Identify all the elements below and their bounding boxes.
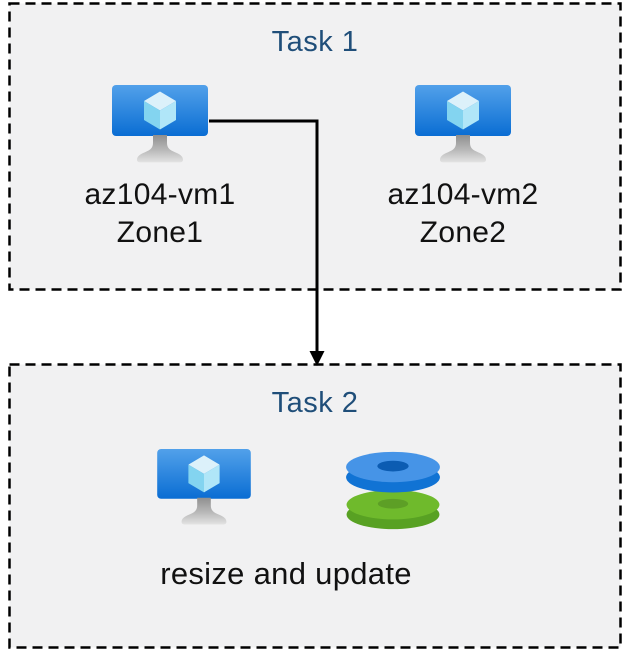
flow-arrow-head: [309, 351, 325, 366]
task2-box: [8, 363, 622, 649]
task1-box: [8, 2, 622, 291]
task2-caption: resize and update: [160, 556, 412, 591]
vm2-label: az104-vm2 Zone2: [363, 176, 563, 252]
vm2-zone: Zone2: [419, 216, 507, 249]
vm1-zone: Zone1: [116, 216, 204, 249]
vm2-name: az104-vm2: [387, 178, 539, 211]
task1-title: Task 1: [271, 26, 359, 58]
task2-title: Task 2: [271, 387, 359, 419]
vm1-name: az104-vm1: [84, 178, 236, 211]
vm1-label: az104-vm1 Zone1: [60, 176, 260, 252]
flow-arrow-line: [209, 119, 319, 352]
flow-arrow: [209, 119, 325, 366]
